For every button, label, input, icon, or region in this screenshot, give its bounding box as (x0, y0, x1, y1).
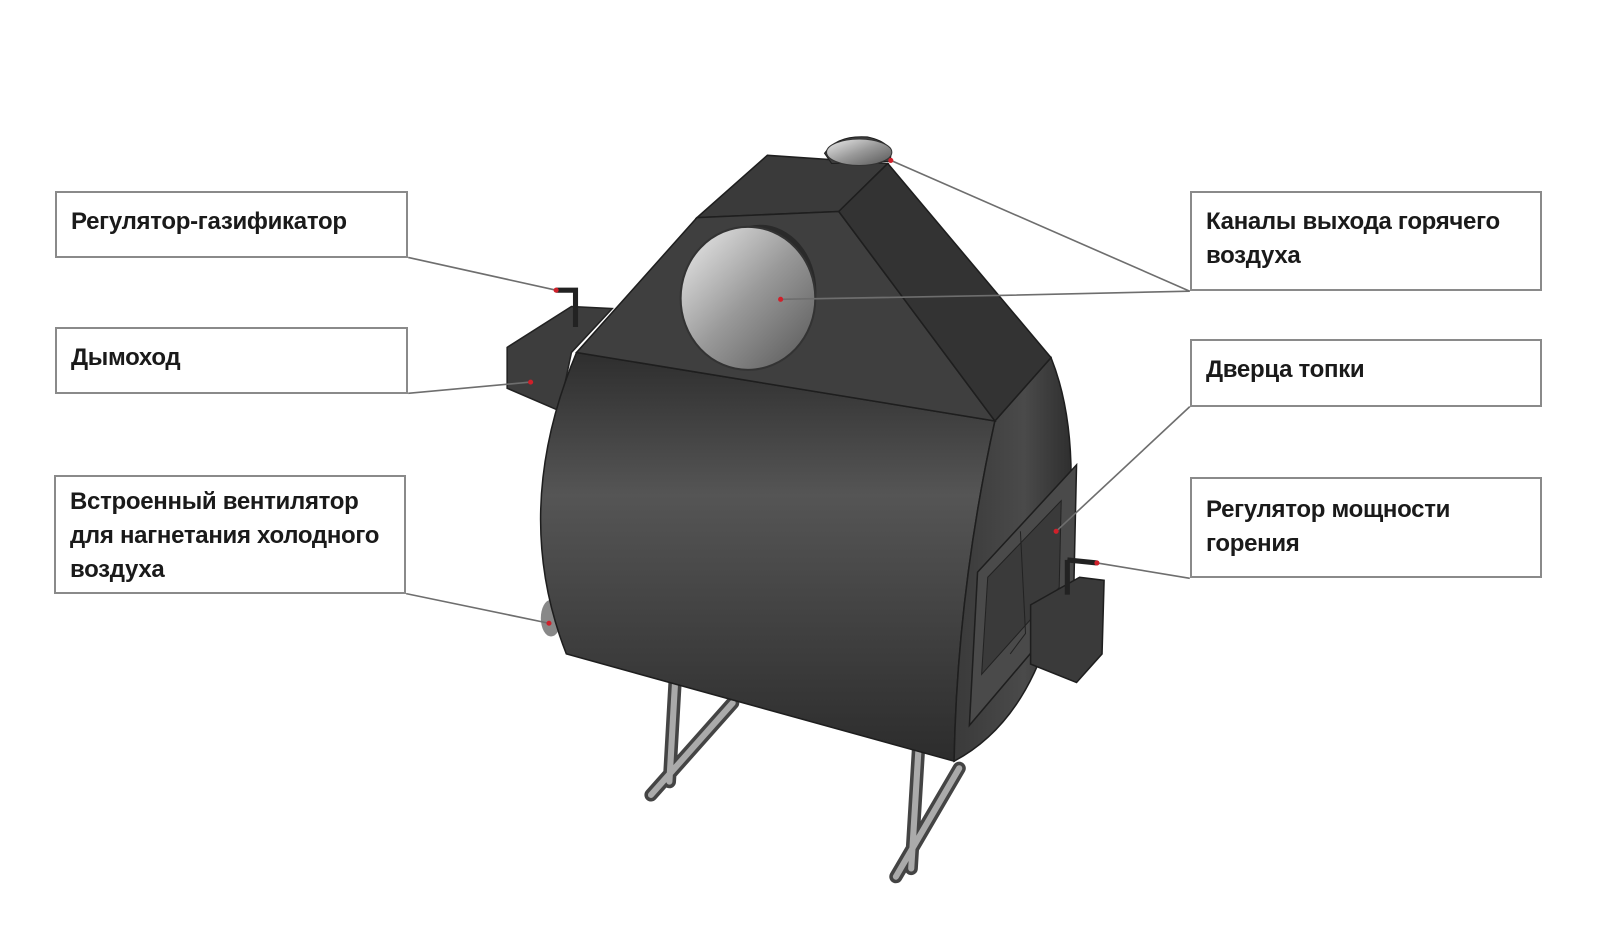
label-gasifier-regulator: Регулятор-газификатор (55, 191, 408, 258)
drum-front (539, 351, 996, 763)
label-hot-air-channels: Каналы выхода горячего воздуха (1190, 191, 1542, 291)
label-fan: Встроенный вентилятор для нагнетания хол… (54, 475, 406, 594)
gasifier-handle (556, 287, 579, 327)
label-chimney: Дымоход (55, 327, 408, 394)
label-firebox-door: Дверца топки (1190, 339, 1542, 407)
pointer-markers (528, 157, 1100, 626)
power-regulator-box (1029, 576, 1105, 684)
hood-side (837, 162, 1053, 423)
label-power-regulator: Регулятор мощности горения (1190, 477, 1542, 578)
leader-lines (405, 159, 1191, 625)
top-hot-air-pipe (826, 138, 893, 167)
chimney-box (506, 305, 614, 412)
